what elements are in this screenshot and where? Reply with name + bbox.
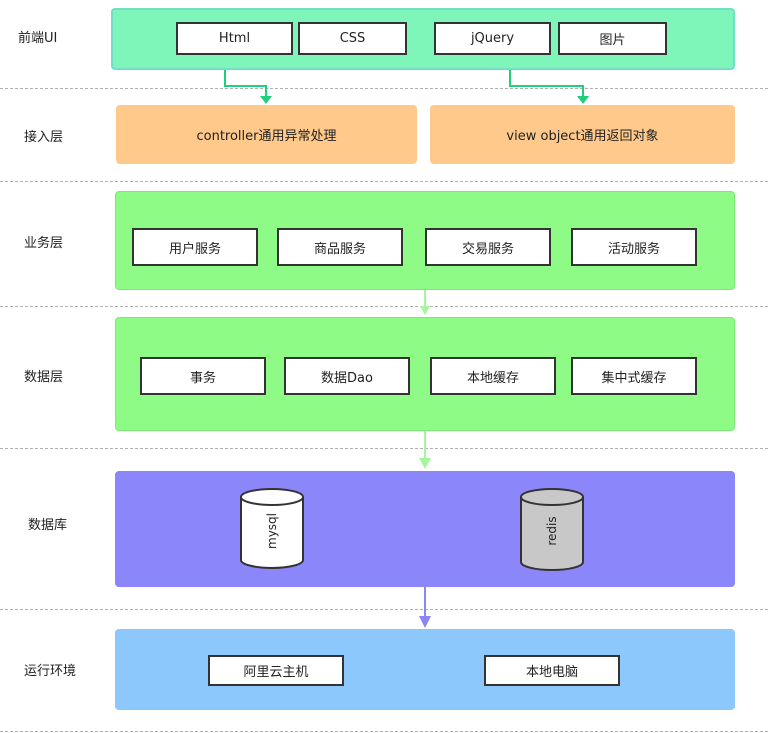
data-item-dao: 数据Dao (284, 357, 410, 395)
access-item-viewobject: view object通用返回对象 (506, 129, 659, 144)
business-item-activity: 活动服务 (571, 228, 697, 266)
connector-data-to-database (419, 431, 431, 469)
data-item-localcache: 本地缓存 (430, 357, 556, 395)
data-item-centralcache: 集中式缓存 (571, 357, 697, 395)
business-item-product: 商品服务 (277, 228, 403, 266)
database-item-mysql: mysql (265, 513, 279, 549)
business-item-user: 用户服务 (132, 228, 258, 266)
frontend-item-html: Html (176, 22, 293, 55)
layer-label-access: 接入层 (24, 130, 64, 145)
runtime-item-localpc: 本地电脑 (484, 655, 620, 686)
business-item-trade: 交易服务 (425, 228, 551, 266)
connector-business-to-data (420, 290, 430, 315)
data-item-transaction: 事务 (140, 357, 266, 395)
database-item-redis: redis (545, 516, 559, 546)
layer-label-frontend: 前端UI (18, 31, 58, 46)
divider (0, 181, 768, 182)
layer-label-database: 数据库 (28, 518, 68, 533)
connector-jquery-to-viewobject (509, 70, 589, 104)
layer-label-data: 数据层 (24, 370, 64, 385)
divider (0, 448, 768, 449)
divider (0, 306, 768, 307)
runtime-item-aliyun: 阿里云主机 (208, 655, 344, 686)
frontend-item-images: 图片 (558, 22, 667, 55)
divider (0, 609, 768, 610)
divider (0, 731, 768, 732)
redis-cylinder-icon (520, 488, 584, 571)
frontend-item-jquery: jQuery (434, 22, 551, 55)
mysql-cylinder-icon (240, 488, 304, 569)
frontend-item-css: CSS (298, 22, 407, 55)
connector-database-to-runtime (419, 587, 431, 628)
access-panel-viewobject (430, 105, 735, 164)
connector-html-to-controller (224, 70, 272, 104)
access-item-controller: controller通用异常处理 (196, 129, 337, 144)
divider (0, 88, 768, 89)
layer-label-runtime: 运行环境 (24, 664, 77, 679)
layer-label-business: 业务层 (24, 236, 64, 251)
database-panel (115, 471, 735, 587)
access-panel-controller (116, 105, 417, 164)
